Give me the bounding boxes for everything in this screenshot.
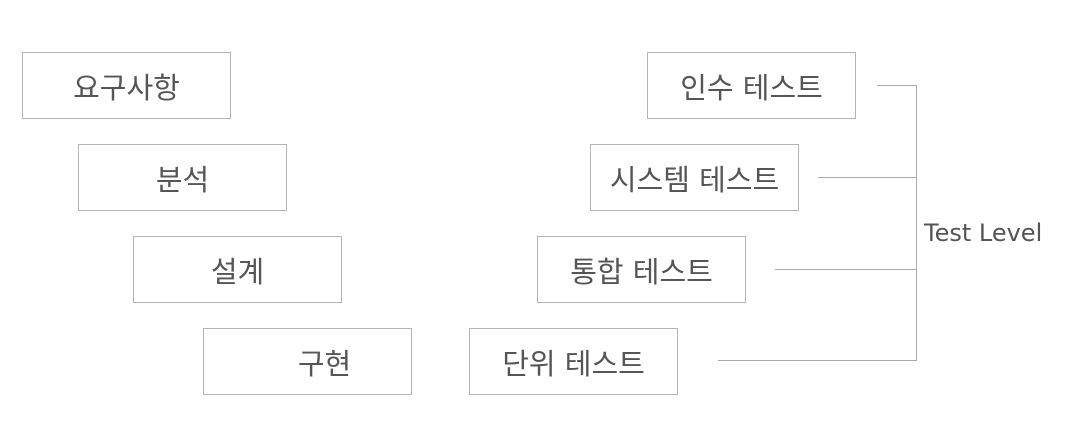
test-level-label: Test Level — [924, 219, 1043, 247]
test-unit-label: 단위 테스트 — [502, 346, 645, 381]
stage-design: 설계 — [133, 236, 342, 303]
stage-analysis: 분석 — [78, 144, 287, 211]
stage-requirements: 요구사항 — [22, 52, 231, 119]
test-integration: 통합 테스트 — [537, 236, 746, 303]
stage-implementation: 구현 — [203, 328, 412, 395]
test-system: 시스템 테스트 — [590, 144, 799, 211]
stage-analysis-label: 분석 — [155, 162, 210, 197]
test-unit: 단위 테스트 — [469, 328, 678, 395]
stage-requirements-label: 요구사항 — [73, 70, 180, 105]
stage-implementation-label: 구현 — [297, 346, 352, 381]
stage-design-label: 설계 — [210, 254, 265, 289]
test-system-label: 시스템 테스트 — [609, 162, 780, 197]
test-acceptance: 인수 테스트 — [647, 52, 856, 119]
test-acceptance-label: 인수 테스트 — [680, 70, 823, 105]
test-integration-label: 통합 테스트 — [570, 254, 713, 289]
